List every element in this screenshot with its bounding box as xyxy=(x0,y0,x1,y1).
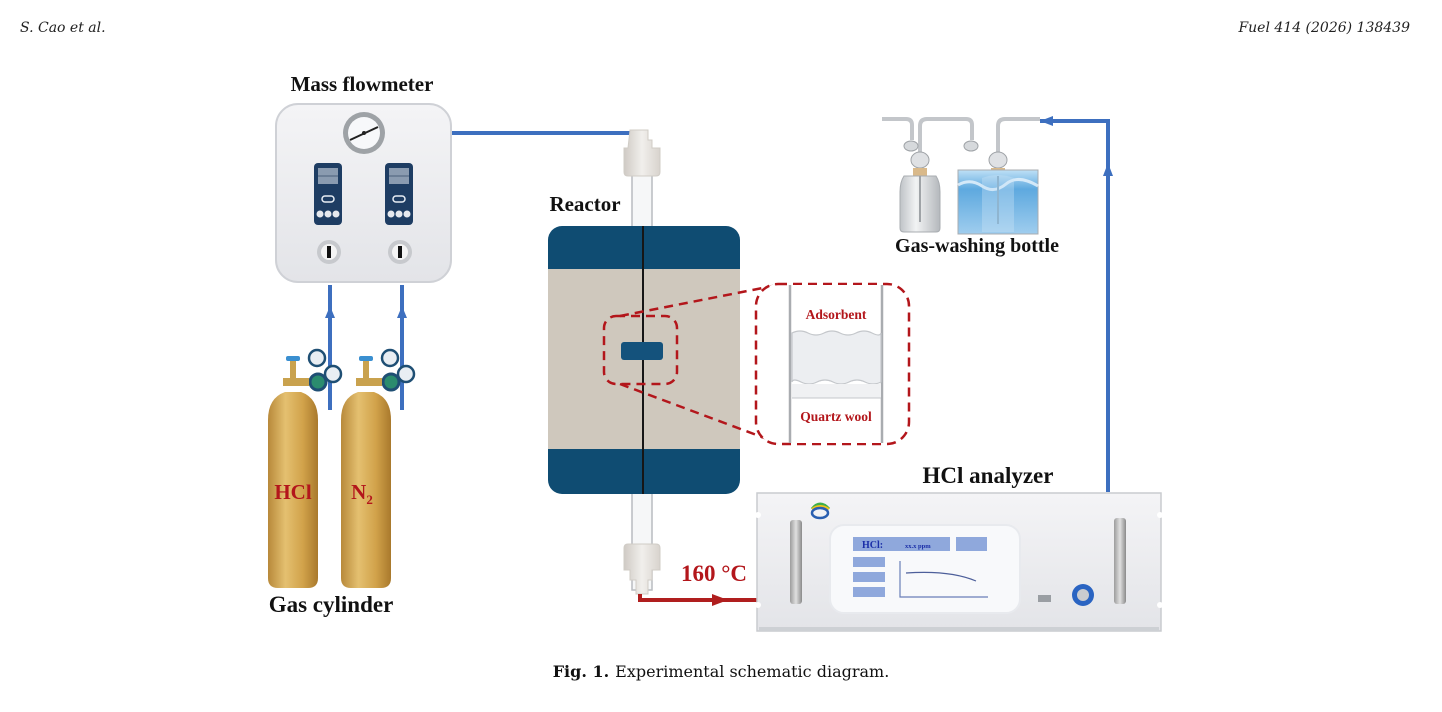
valve-knob-right xyxy=(388,240,412,264)
temperature-label: 160 °C xyxy=(681,561,747,586)
mass-flowmeter: Mass flowmeter xyxy=(275,72,452,283)
figure-caption: Fig. 1. Experimental schematic diagram. xyxy=(0,662,1442,681)
screen-reading-bar xyxy=(853,537,950,551)
screen-reading-value: xx.x ppm xyxy=(905,543,931,550)
cylinder-label-n2: N2 xyxy=(351,480,373,507)
gas-cylinders: HCl N2 Gas cylinder xyxy=(268,348,416,617)
adsorbent-layer xyxy=(791,330,882,385)
tube-connector-top xyxy=(623,129,661,177)
quartz-wool-label: Quartz wool xyxy=(800,409,872,424)
tube-connector-bottom xyxy=(623,543,661,595)
gas-cylinder-label: Gas cylinder xyxy=(269,592,394,617)
handle-right xyxy=(1114,518,1126,604)
flow-controller-right xyxy=(385,163,413,225)
cylinder-label-hcl: HCl xyxy=(274,480,312,504)
regulator-icon xyxy=(356,348,416,392)
figure-number: Fig. 1. xyxy=(552,662,610,681)
gas-washing-bottle-label: Gas-washing bottle xyxy=(895,235,1059,257)
gas-pipes xyxy=(325,116,1113,492)
screen-button xyxy=(853,557,885,567)
heated-line: 160 °C xyxy=(638,561,757,606)
screen-trend-line xyxy=(905,571,977,582)
brand-logo-icon xyxy=(810,502,831,520)
reactor-label: Reactor xyxy=(549,192,620,216)
adsorbent-label: Adsorbent xyxy=(806,307,867,322)
hcl-cylinder: HCl xyxy=(268,392,318,588)
hcl-analyzer: HCl analyzer HCl: xx.x ppm xyxy=(755,463,1163,632)
screen-button xyxy=(853,587,885,597)
screen-gas-label: HCl: xyxy=(862,540,883,551)
reactor: Reactor xyxy=(548,129,779,595)
mass-flowmeter-label: Mass flowmeter xyxy=(291,72,434,96)
screen-button xyxy=(853,572,885,582)
status-indicator xyxy=(1038,595,1051,602)
flow-controller-left xyxy=(314,163,342,225)
gas-washing-bottles: Gas-washing bottle xyxy=(882,117,1059,257)
running-header-journal: Fuel 414 (2026) 138439 xyxy=(1238,20,1410,36)
figure-caption-text: Experimental schematic diagram. xyxy=(615,662,890,681)
running-header-authors: S. Cao et al. xyxy=(20,20,106,36)
adsorbent-bed-inset: Adsorbent Quartz wool xyxy=(754,282,911,446)
valve-knob-left xyxy=(317,240,341,264)
regulator-icon xyxy=(283,348,343,392)
hcl-analyzer-label: HCl analyzer xyxy=(923,463,1054,488)
handle-left xyxy=(790,520,802,604)
n2-cylinder: N2 xyxy=(341,392,391,588)
pressure-gauge-icon xyxy=(343,112,385,154)
